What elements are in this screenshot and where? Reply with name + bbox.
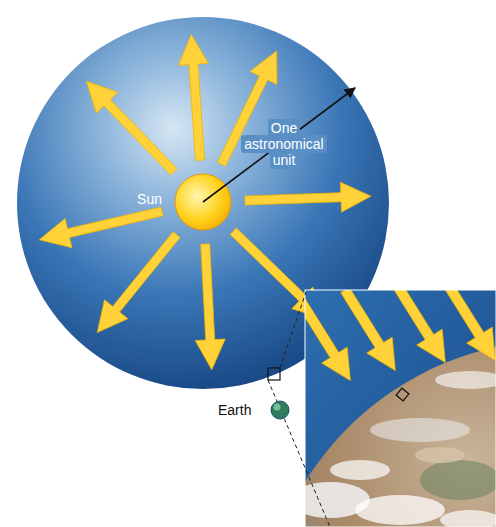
- light-ray: [341, 290, 396, 371]
- light-ray: [86, 81, 177, 175]
- light-ray: [305, 297, 350, 380]
- label-patch: One astronomical unit: [241, 119, 326, 169]
- light-ray: [178, 34, 208, 160]
- inset-rays: [305, 290, 495, 381]
- light-ray: [39, 207, 163, 248]
- zoom-line: [268, 380, 330, 527]
- light-ray: [245, 182, 371, 212]
- light-ray: [391, 290, 446, 363]
- sun-label: Sun: [112, 191, 162, 207]
- light-ray: [97, 232, 180, 333]
- inset-frame: [260, 277, 496, 527]
- zoom-line: [280, 292, 306, 368]
- earth-highlight: [274, 404, 281, 411]
- light-ray: [441, 290, 496, 361]
- area-square: [268, 368, 280, 380]
- area-square: [396, 388, 409, 401]
- light-ray: [195, 244, 225, 370]
- earth-clouds: [305, 371, 496, 527]
- earth-label: Earth: [218, 402, 268, 418]
- inset-border: [305, 290, 496, 527]
- distance-label: One astronomical unit: [236, 120, 332, 168]
- earth-dot: [271, 401, 289, 419]
- distance-arrow: [203, 88, 355, 202]
